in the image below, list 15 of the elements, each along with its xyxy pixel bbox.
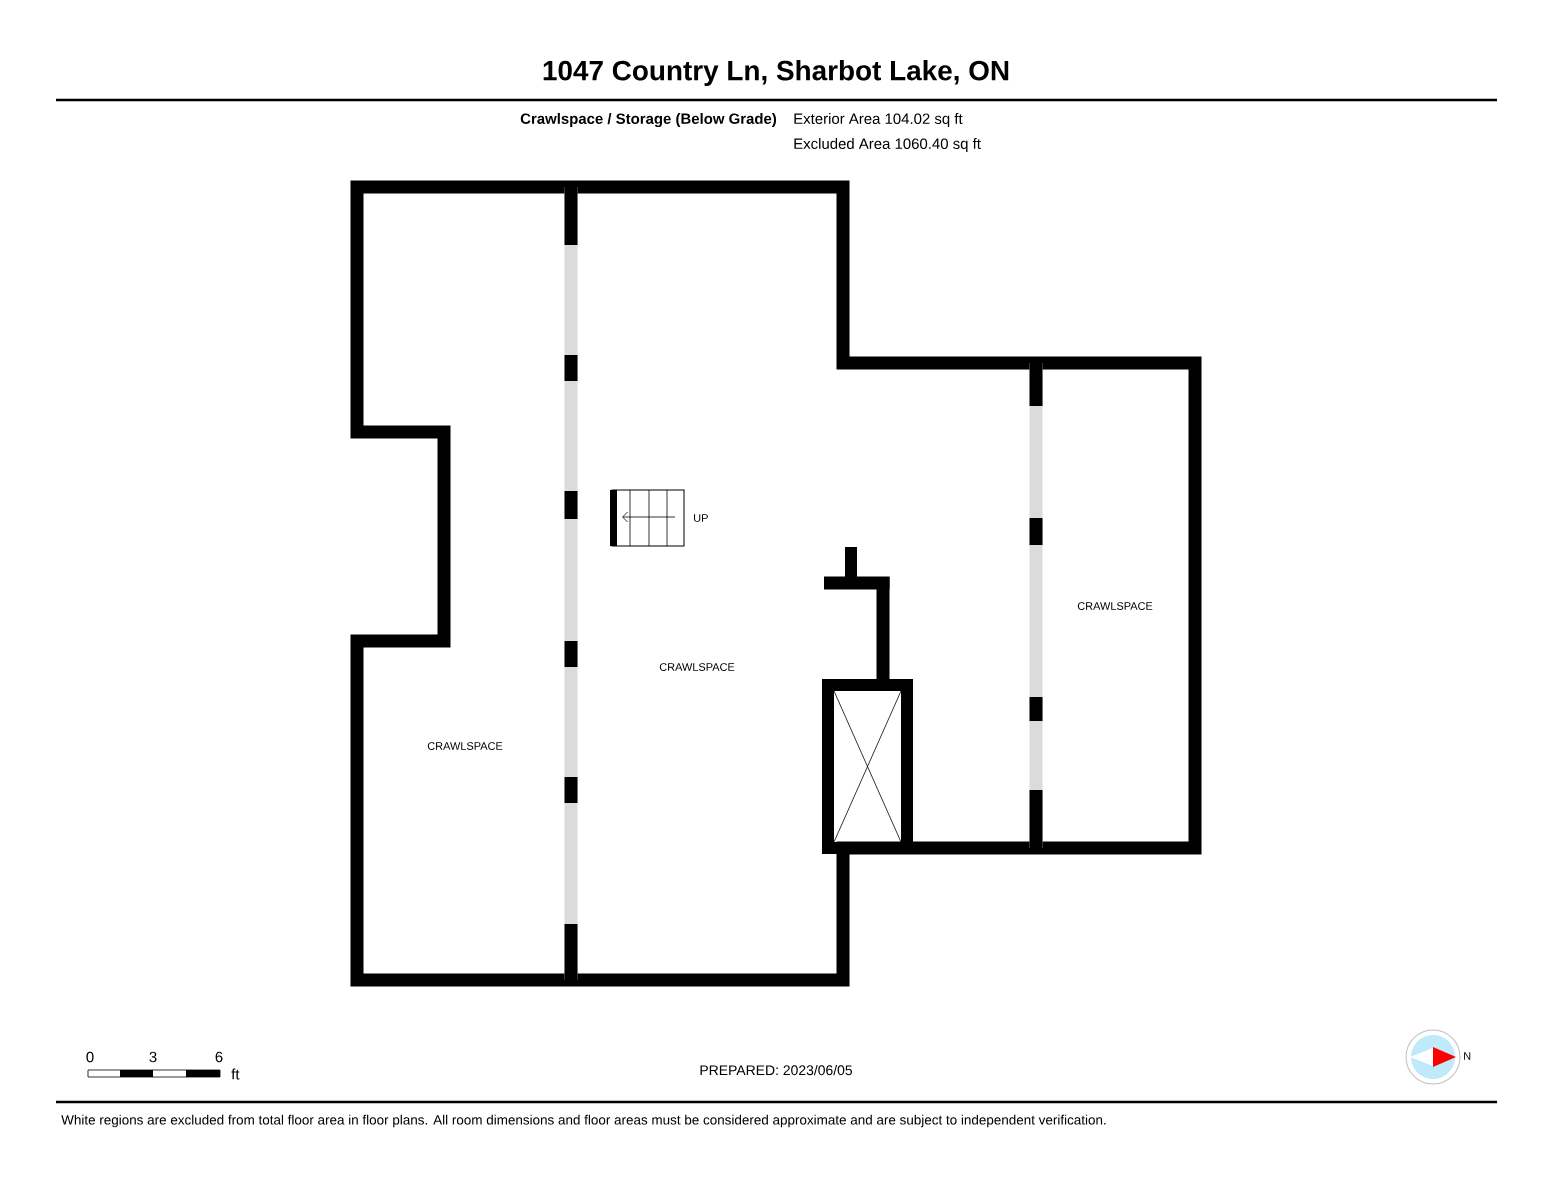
area-text: Excluded Area 1060.40 sq ft (794, 138, 981, 152)
room-label: CRAWLSPACE (659, 663, 735, 671)
footer-note: White regions are excluded from total floor area in floor plans. All room dimensions and floor areas must be considered approximate and are subject to independent verification. (61, 1114, 1106, 1128)
stair-label: UP (694, 514, 708, 522)
scale-label: 6 (215, 1051, 223, 1063)
area-heading: Crawlspace / Storage (Below Grade) (520, 113, 777, 127)
title: 1047 Country Ln, Sharbot Lake, ON (543, 60, 1009, 86)
scale-label: 0 (86, 1051, 94, 1063)
scale-label: ft (231, 1068, 240, 1080)
compass-letter: N (1464, 1052, 1471, 1060)
room-label: CRAWLSPACE (1077, 602, 1153, 610)
date-text: PREPARED: 2023/06/05 (700, 1064, 853, 1076)
area-text: Exterior Area 104.02 sq ft (794, 113, 963, 127)
room-label: CRAWLSPACE (427, 742, 503, 750)
scale-label: 3 (149, 1051, 157, 1063)
